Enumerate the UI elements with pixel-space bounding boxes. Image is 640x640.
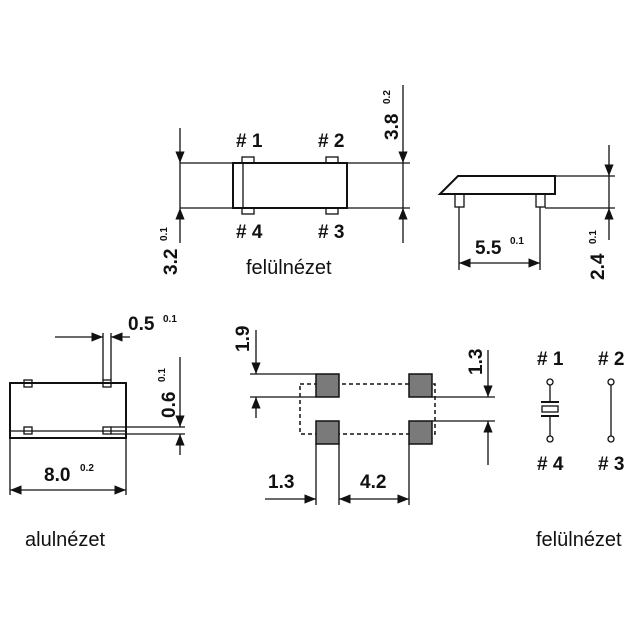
dim-pad-width-tol: 0.1: [163, 314, 177, 325]
footprint-pad-2: [408, 373, 433, 398]
package-body-bottom: [9, 382, 127, 439]
dim-length-bottom: 8.0: [44, 465, 70, 486]
pin-2-label: # 2: [318, 131, 344, 152]
schematic-pin-2-label: # 2: [598, 349, 624, 370]
schematic-pin-1-label: # 1: [537, 349, 564, 370]
side-view: 5.5 0.1 2.4 0.1: [437, 145, 615, 280]
package-body-side: [437, 175, 556, 195]
dim-side-height: 2.4: [588, 253, 609, 280]
footprint-outline: [299, 383, 436, 435]
footprint: 1.9 1.3 1.3 4.2: [233, 326, 495, 505]
dim-height-top: 3.2: [161, 249, 182, 275]
top-view-label-1: felülnézet: [246, 257, 332, 279]
schematic-pin-4-label: # 4: [537, 454, 564, 475]
pin-3-label: # 3: [318, 222, 344, 243]
dim-width-top: 3.8: [382, 114, 403, 140]
dim-side-length: 5.5: [475, 238, 502, 259]
dim-footprint-pitch: 4.2: [360, 472, 386, 493]
footprint-pad-3: [408, 420, 433, 445]
pin-4-label: # 4: [236, 222, 263, 243]
dim-footprint-left: 1.3: [268, 472, 294, 493]
top-view-label-2: felülnézet: [536, 529, 622, 551]
crystal-symbol: [541, 378, 559, 443]
dim-footprint-top: 1.9: [233, 326, 254, 352]
footprint-pad-4: [315, 420, 340, 445]
dim-pad-height-tol: 0.1: [157, 368, 168, 382]
schematic-pin-3-label: # 3: [598, 454, 624, 475]
dim-length-bottom-tol: 0.2: [80, 463, 94, 474]
dim-height-top-tol: 0.1: [159, 227, 170, 241]
top-view: # 1 # 2 # 4 # 3 3.2 0.1 3.8 0.2 felülnéz…: [159, 85, 410, 279]
dim-pad-width: 0.5: [128, 314, 155, 335]
bottom-view: 0.5 0.1 0.6 0.1 8.0 0.2 alulnézet: [9, 314, 185, 551]
pin-1-label: # 1: [236, 131, 263, 152]
dim-footprint-right: 1.3: [466, 349, 487, 375]
package-body-top: [232, 162, 348, 209]
dim-side-height-tol: 0.1: [588, 230, 599, 244]
pin-2-3-connection: [607, 378, 615, 443]
footprint-pad-1: [315, 373, 340, 398]
dim-side-length-tol: 0.1: [510, 236, 524, 247]
dim-pad-height: 0.6: [159, 392, 180, 418]
dim-width-top-tol: 0.2: [382, 90, 393, 104]
schematic: # 1 # 2 # 4 # 3 felülnézet: [536, 349, 624, 551]
bottom-view-label: alulnézet: [25, 529, 106, 551]
